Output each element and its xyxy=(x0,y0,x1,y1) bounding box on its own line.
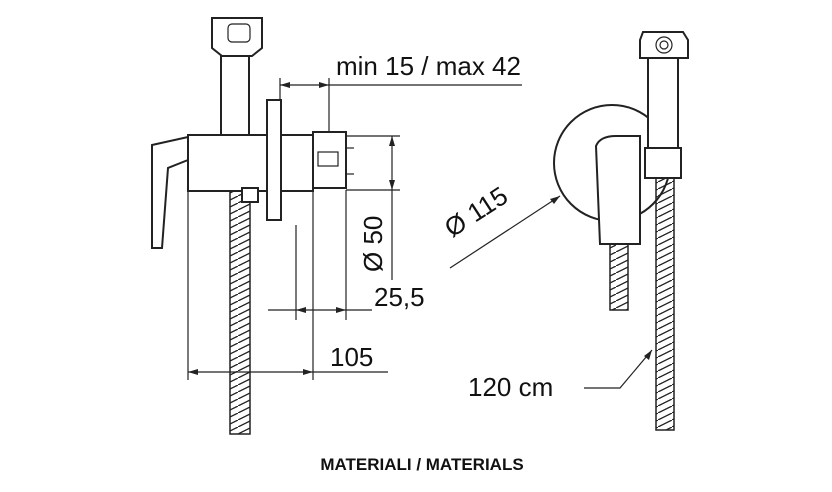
dim-25-5: 25,5 xyxy=(374,282,425,312)
shower-handle xyxy=(220,55,250,149)
dim-d50: Ø 50 xyxy=(358,216,388,272)
lever-front xyxy=(594,135,641,245)
hose-front xyxy=(655,177,675,431)
dim-min-max: min 15 / max 42 xyxy=(336,51,521,81)
dim-105: 105 xyxy=(330,342,373,372)
rough-body xyxy=(280,134,314,192)
dim-120cm: 120 cm xyxy=(468,372,553,402)
caption-materials: MATERIALI / MATERIALS xyxy=(320,455,523,474)
valve-body xyxy=(187,134,269,192)
shower-head-front xyxy=(639,31,689,59)
hose-side xyxy=(229,177,251,435)
front-view: Ø 115 120 cm xyxy=(439,31,689,431)
wall-flange xyxy=(266,99,282,221)
side-view: min 15 / max 42 Ø 50 25,5 105 xyxy=(151,17,522,435)
lever-handle xyxy=(151,135,189,249)
